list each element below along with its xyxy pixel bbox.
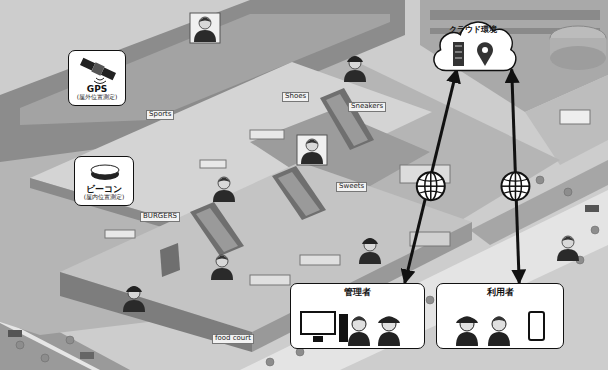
person-hair <box>216 256 228 261</box>
person-hair <box>306 140 318 145</box>
person-body <box>194 30 216 42</box>
node-text: 利用者 <box>487 287 514 297</box>
beacon-top <box>91 165 119 175</box>
person-figure <box>123 286 145 312</box>
node-box: 利用者 <box>436 283 564 349</box>
person-body <box>344 70 366 82</box>
person-body <box>301 152 323 164</box>
person-icon <box>456 317 478 347</box>
person-figure <box>557 236 579 261</box>
person-icon <box>488 317 510 347</box>
person-figure <box>359 238 381 264</box>
person-figure <box>190 13 220 43</box>
monitor-stand <box>313 336 323 342</box>
node-graphic <box>428 12 518 78</box>
server-slot <box>455 46 462 47</box>
people-figures <box>123 13 579 312</box>
person-head <box>218 177 230 189</box>
store-sign: Shoes <box>282 92 309 102</box>
node-box: ビーコン(屋内位置測定) <box>74 156 134 206</box>
person-body <box>211 268 233 280</box>
signal-waves <box>94 78 106 84</box>
node-text: ビーコン <box>86 184 122 194</box>
server-icon <box>453 42 464 66</box>
double-arrow <box>405 69 457 283</box>
node-text: GPS <box>87 84 107 94</box>
person-cap <box>347 56 363 62</box>
pin-hole <box>482 47 488 53</box>
node-text: 管理者 <box>344 287 371 297</box>
person-body <box>557 249 579 261</box>
server-slot <box>455 52 462 53</box>
person-cap <box>362 238 378 244</box>
globe-icon <box>501 172 529 200</box>
pin-icon <box>477 42 493 66</box>
node-box: 管理者 <box>290 283 425 349</box>
person-figure <box>344 56 366 82</box>
node-text: (屋内位置測定) <box>84 194 125 201</box>
node-text: クラウド環境 <box>449 25 497 34</box>
person-body <box>123 300 145 312</box>
monitor-icon <box>301 312 335 334</box>
phone-icon <box>529 312 544 340</box>
server-slot <box>455 58 462 59</box>
person-cap <box>126 286 142 292</box>
person-tag <box>190 13 220 43</box>
person-icon <box>348 317 370 347</box>
person-head <box>216 255 228 267</box>
person-body <box>359 252 381 264</box>
node-text: (屋外位置測定) <box>77 94 118 101</box>
person-figure <box>213 177 235 202</box>
person-tag <box>297 135 327 165</box>
person-icon <box>378 317 400 347</box>
store-sign: Sweets <box>336 182 367 192</box>
store-sign: BURGERS <box>140 212 180 222</box>
person-figure <box>297 135 327 165</box>
node-box: クラウド環境 <box>428 12 518 78</box>
store-sign: food court <box>212 334 254 344</box>
person-head <box>562 236 574 248</box>
person-figure <box>211 255 233 280</box>
store-sign: Sneakers <box>348 102 386 112</box>
person-head <box>306 139 318 151</box>
person-hair <box>199 18 211 23</box>
pc-tower <box>339 314 348 342</box>
person-head <box>199 17 211 29</box>
node-box: GPS(屋外位置測定) <box>68 50 126 106</box>
globe-icon <box>417 172 445 200</box>
person-body <box>213 190 235 202</box>
person-hair <box>562 237 574 242</box>
store-sign: Sports <box>146 110 174 120</box>
cloud-shape <box>434 22 516 70</box>
person-hair <box>218 178 230 183</box>
satellite-icon <box>80 57 117 81</box>
